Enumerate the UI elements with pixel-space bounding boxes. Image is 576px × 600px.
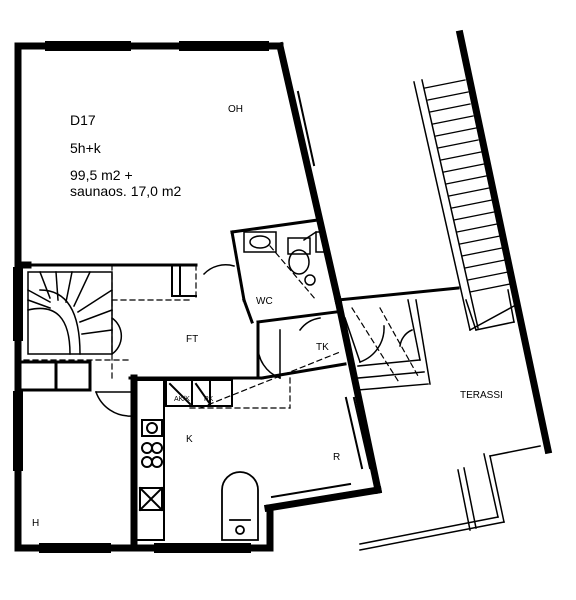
exterior-walls bbox=[14, 41, 383, 552]
kitchen-counter bbox=[135, 379, 233, 541]
terrace-edge bbox=[455, 29, 553, 455]
fixture-label-ak: AK/K bbox=[174, 396, 190, 403]
room-label-tk: TK bbox=[316, 342, 329, 353]
apartment-area-line2: saunaos. 17,0 m2 bbox=[70, 183, 182, 199]
room-label-ft: FT bbox=[186, 334, 199, 345]
wc-fixtures bbox=[243, 230, 325, 286]
room-label-r: R bbox=[333, 452, 341, 463]
windows bbox=[13, 41, 372, 553]
apartment-area-line1: 99,5 m2 + bbox=[70, 167, 133, 183]
staircase bbox=[26, 271, 123, 356]
apartment-code: D17 bbox=[70, 112, 96, 128]
room-label-wc: WC bbox=[256, 296, 273, 307]
interior-walls bbox=[18, 218, 460, 392]
wardrobes bbox=[171, 265, 197, 297]
room-label-oh: OH bbox=[228, 104, 243, 115]
terrace-stairs bbox=[413, 79, 516, 332]
room-label-k: K bbox=[186, 434, 193, 445]
room-label-terassi: TERASSI bbox=[460, 390, 503, 401]
fixture-label-pk: PK bbox=[204, 396, 214, 403]
room-label-h: H bbox=[32, 518, 40, 529]
stair-treads bbox=[424, 79, 511, 293]
door-swings bbox=[95, 264, 413, 417]
apartment-type: 5h+k bbox=[70, 140, 101, 156]
dashed-lines bbox=[23, 245, 419, 409]
terrace-outline bbox=[357, 299, 541, 551]
sauna-fixture bbox=[221, 471, 259, 541]
